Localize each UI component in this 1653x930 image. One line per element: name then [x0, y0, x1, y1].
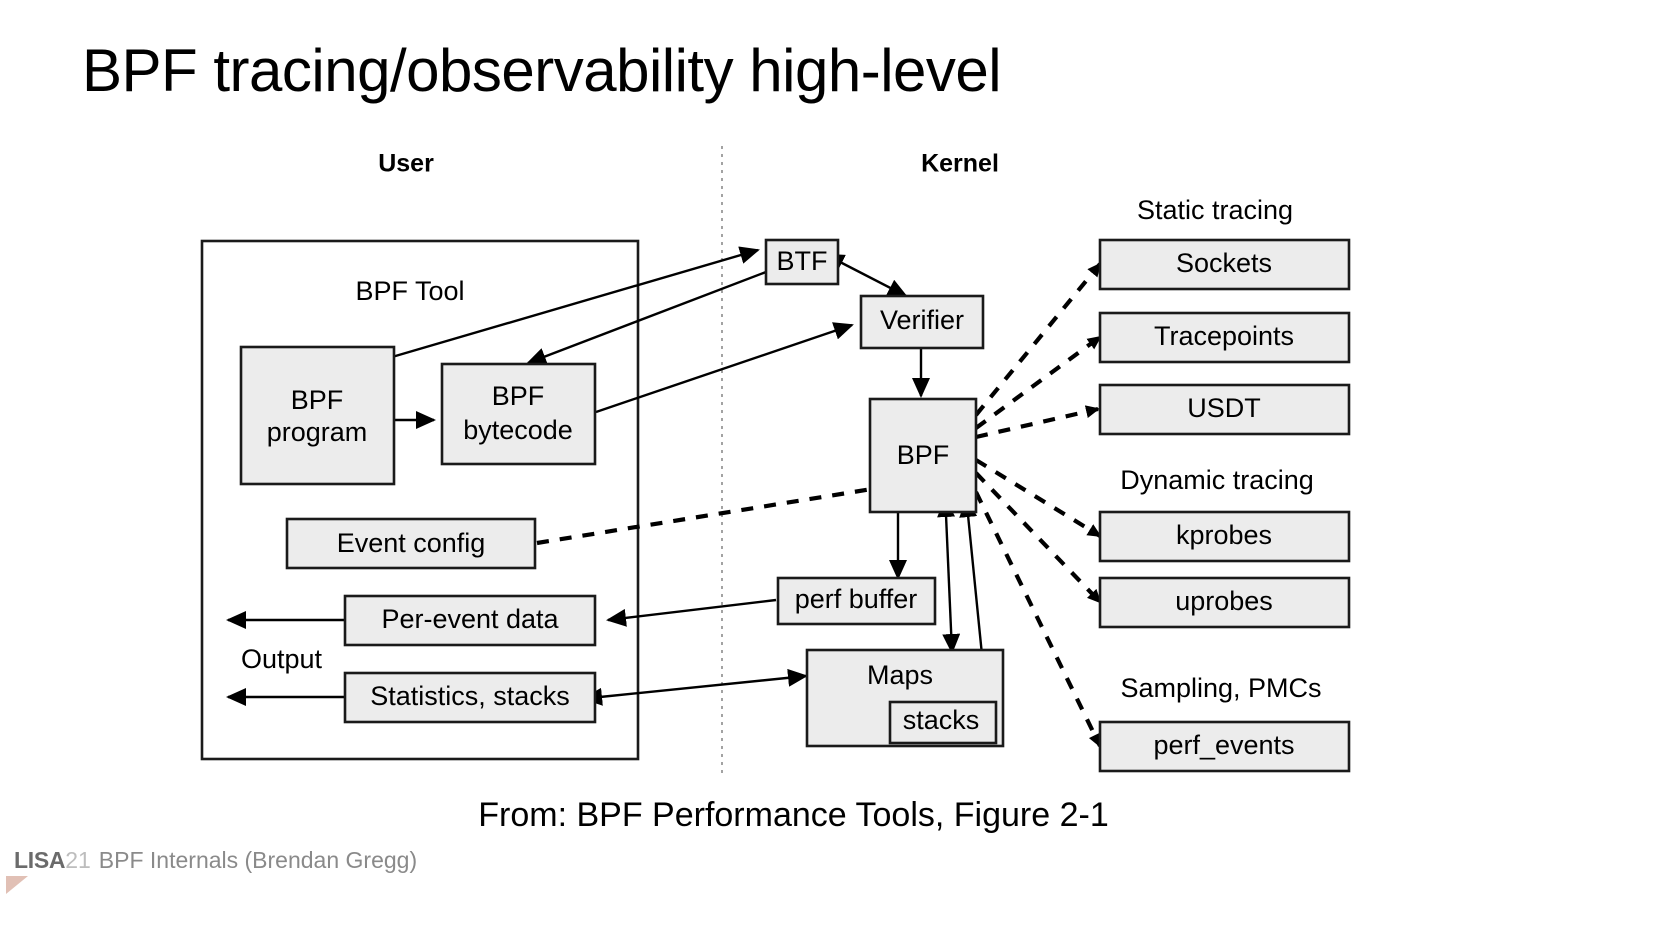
corner-mark-icon	[6, 876, 28, 894]
box-sockets[interactable]: Sockets	[1098, 238, 1351, 291]
bpf-tool-label: BPF Tool	[355, 276, 464, 306]
box-statistics-stacks-label: Statistics, stacks	[370, 681, 570, 711]
heading-kernel: Kernel	[921, 150, 999, 178]
box-bpf-kernel[interactable]: BPF	[868, 397, 978, 514]
box-bpf-bytecode-line2: bytecode	[463, 415, 573, 445]
bpf-architecture-diagram: User Kernel BPF Tool BPF (left edge) -->	[200, 146, 1351, 775]
sampling-pmcs-label: Sampling, PMCs	[1120, 673, 1321, 703]
box-bpf-program[interactable]: BPF program	[239, 345, 396, 486]
box-btf[interactable]: BTF	[764, 238, 840, 286]
box-stacks-label: stacks	[903, 705, 980, 735]
box-perf-events[interactable]: perf_events	[1098, 720, 1351, 773]
dashed-bpf-to-uprobes	[974, 471, 1102, 604]
box-perf-buffer[interactable]: perf buffer	[776, 576, 937, 626]
static-tracing-label: Static tracing	[1137, 195, 1293, 225]
box-stacks-rect[interactable]	[888, 700, 998, 745]
box-usdt[interactable]: USDT	[1098, 383, 1351, 436]
box-bpf-program-line2: program	[267, 417, 368, 447]
figure-caption: From: BPF Performance Tools, Figure 2-1	[0, 796, 1653, 835]
dashed-bpf-to-perf-events	[974, 491, 1102, 748]
output-label: Output	[241, 644, 323, 674]
box-kprobes[interactable]: kprobes	[1098, 510, 1351, 563]
dynamic-tracing-label: Dynamic tracing	[1120, 465, 1314, 495]
box-statistics-stacks[interactable]: Statistics, stacks	[343, 671, 597, 724]
box-maps-label: Maps	[867, 660, 933, 690]
box-perf-events-label: perf_events	[1153, 730, 1294, 760]
dashed-bpf-to-kprobes	[974, 458, 1102, 538]
footer-brand: LISA	[14, 847, 66, 873]
box-usdt-label: USDT	[1187, 393, 1261, 423]
box-tracepoints[interactable]: Tracepoints	[1098, 311, 1351, 364]
box-per-event-data[interactable]: Per-event data	[343, 594, 597, 647]
box-uprobes[interactable]: uprobes	[1098, 576, 1351, 629]
box-sockets-label: Sockets	[1176, 248, 1272, 278]
footer-year: 21	[65, 847, 91, 873]
arrow-statistics-maps	[582, 668, 808, 706]
dashed-bpf-to-tracepoints	[974, 335, 1102, 430]
figure-caption-text: From: BPF Performance Tools, Figure 2-1	[478, 796, 1109, 834]
box-btf-label: BTF	[777, 246, 828, 276]
dashed-event-config-to-bpf	[536, 486, 873, 546]
arrow-btf-verifier	[823, 253, 908, 298]
dashed-bpf-to-sockets	[974, 262, 1102, 417]
box-perf-buffer-label: perf buffer	[795, 584, 918, 614]
box-verifier[interactable]: Verifier	[859, 294, 985, 350]
box-kprobes-label: kprobes	[1176, 520, 1272, 550]
box-event-config[interactable]: Event config	[285, 517, 537, 570]
arrow-program-to-btf	[391, 246, 760, 359]
box-uprobes-label: uprobes	[1175, 586, 1273, 616]
box-bpf-bytecode-line1: BPF	[492, 381, 545, 411]
box-maps[interactable]: Maps stacks	[805, 648, 1005, 748]
box-per-event-data-label: Per-event data	[381, 604, 559, 634]
box-tracepoints-label: Tracepoints	[1154, 321, 1294, 351]
box-verifier-label: Verifier	[880, 305, 964, 335]
arrow-bpf-maps-a	[937, 497, 961, 654]
box-bpf-program-line1: BPF	[291, 385, 344, 415]
arrow-btf-to-bytecode	[526, 270, 767, 365]
arrow-bytecode-to-verifier	[595, 322, 854, 414]
box-event-config-label: Event config	[337, 528, 486, 558]
footer-text: BPF Internals (Brendan Gregg)	[98, 847, 418, 873]
box-bpf-bytecode[interactable]: BPF bytecode	[440, 362, 597, 466]
page-title: BPF tracing/observability high-level	[82, 37, 1002, 104]
box-bpf-kernel-label: BPF	[897, 440, 950, 470]
heading-user: User	[378, 150, 434, 178]
arrow-perf-buffer-to-per-event-data	[606, 598, 777, 627]
bpf-tool-container	[200, 239, 640, 761]
